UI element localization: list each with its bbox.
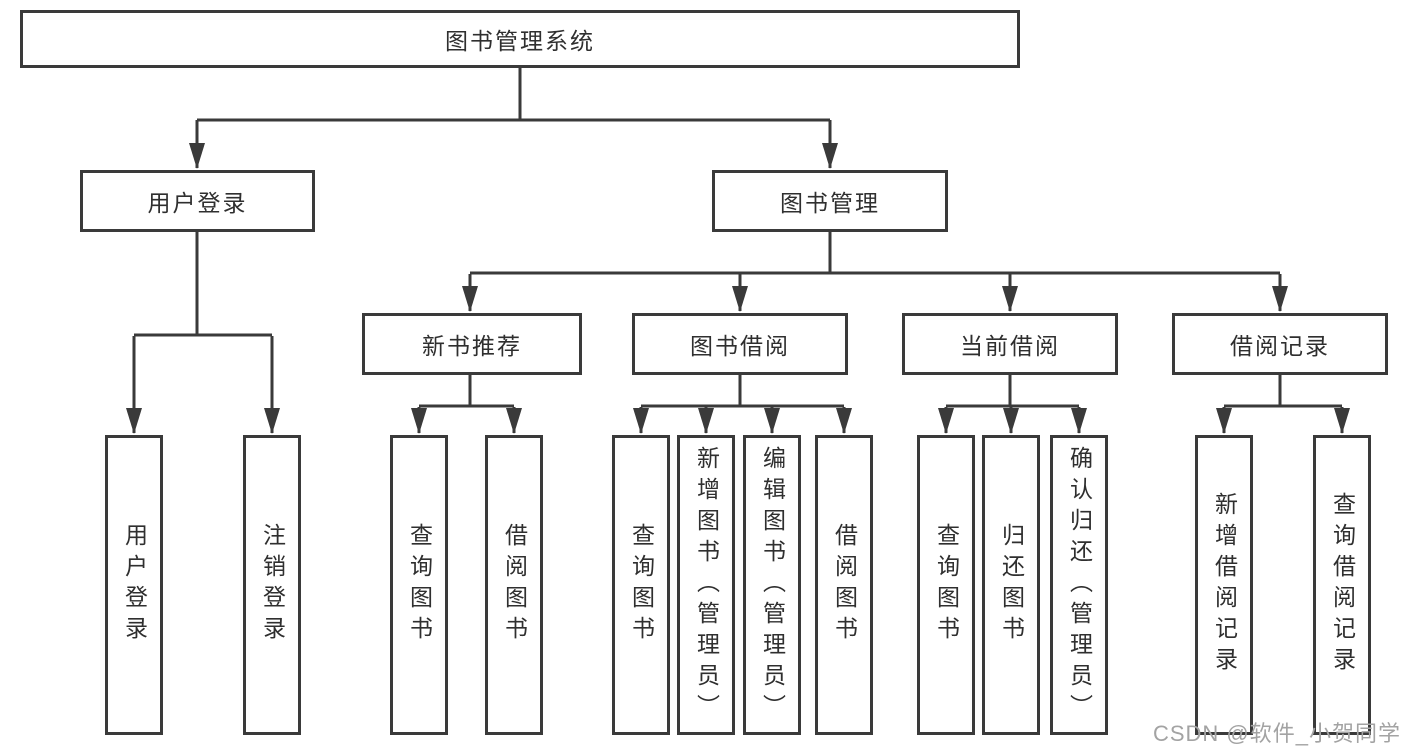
node-new-book-recommend: 新书推荐 [362, 313, 582, 375]
leaf-label: 查询借阅记录 [1329, 492, 1356, 678]
leaf-query-books-2: 查询图书 [612, 435, 670, 735]
leaf-label: 注销登录 [259, 523, 286, 647]
node-current-borrow: 当前借阅 [902, 313, 1118, 375]
leaf-label: 编辑图书（管理员） [759, 445, 786, 725]
leaf-label: 确认归还（管理员） [1066, 445, 1093, 725]
node-book-management: 图书管理 [712, 170, 948, 232]
leaf-label: 查询图书 [628, 523, 655, 647]
leaf-borrow-books-1: 借阅图书 [485, 435, 543, 735]
leaf-label: 新增借阅记录 [1211, 492, 1238, 678]
leaf-query-borrow-record: 查询借阅记录 [1313, 435, 1371, 735]
leaf-user-login: 用户登录 [105, 435, 163, 735]
leaf-add-borrow-record: 新增借阅记录 [1195, 435, 1253, 735]
node-root: 图书管理系统 [20, 10, 1020, 68]
leaf-edit-book-admin: 编辑图书（管理员） [743, 435, 801, 735]
leaf-label: 借阅图书 [501, 523, 528, 647]
leaf-label: 借阅图书 [831, 523, 858, 647]
leaf-label: 新增图书（管理员） [693, 445, 720, 725]
leaf-label: 查询图书 [933, 523, 960, 647]
leaf-query-books-3: 查询图书 [917, 435, 975, 735]
node-borrow-records: 借阅记录 [1172, 313, 1388, 375]
watermark: CSDN @软件_小贺同学 [1152, 721, 1401, 746]
node-user-login: 用户登录 [80, 170, 315, 232]
node-book-borrow: 图书借阅 [632, 313, 848, 375]
leaf-query-books-1: 查询图书 [390, 435, 448, 735]
leaf-label: 归还图书 [998, 523, 1025, 647]
leaf-borrow-books-2: 借阅图书 [815, 435, 873, 735]
leaf-label: 用户登录 [121, 523, 148, 647]
leaf-label: 查询图书 [406, 523, 433, 647]
leaf-confirm-return-admin: 确认归还（管理员） [1050, 435, 1108, 735]
leaf-logout: 注销登录 [243, 435, 301, 735]
leaf-add-book-admin: 新增图书（管理员） [677, 435, 735, 735]
leaf-return-books: 归还图书 [982, 435, 1040, 735]
